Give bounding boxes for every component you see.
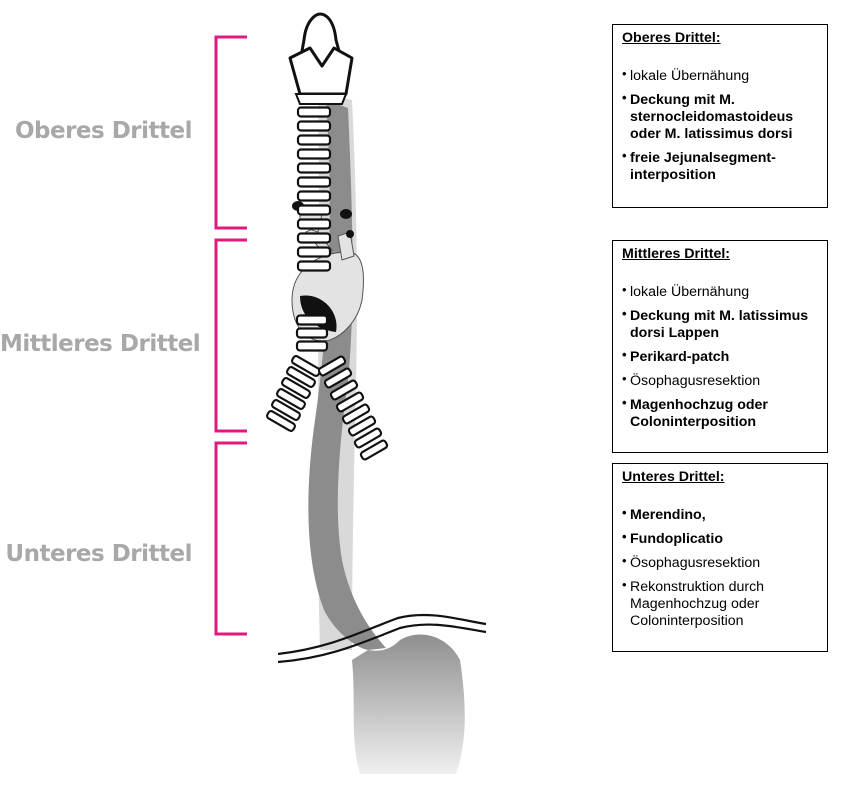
cartilage-ring (296, 190, 332, 202)
box-title: Unteres Drittel: (622, 469, 725, 485)
cartilage-ring (323, 367, 353, 389)
treatment-item: Perikard-patch (622, 346, 819, 366)
box-title: Oberes Drittel: (622, 30, 721, 46)
cartilage-ring (281, 377, 311, 399)
region-label-upper-third: Oberes Drittel (14, 118, 193, 144)
stomach (352, 634, 465, 774)
cartilage-ring (317, 355, 347, 377)
cartilage-ring (271, 399, 301, 421)
cartilage-ring (329, 379, 359, 401)
cartilage-ring (296, 162, 332, 174)
cartilage-ring (286, 366, 316, 388)
bracket-upper-third (214, 35, 247, 230)
treatment-list: Merendino, Fundoplicatio Ösophagusresekt… (622, 504, 819, 630)
treatment-item: Ösophagusresektion (622, 552, 819, 572)
cartilage-ring (353, 427, 383, 449)
cartilage-ring (347, 415, 377, 437)
cartilage-ring (335, 391, 365, 413)
cartilage-ring (296, 218, 332, 230)
region-label-lower-third: Unteres Drittel (5, 541, 192, 567)
cartilage-ring (359, 439, 389, 461)
cartilage-ring (266, 410, 296, 432)
cartilage-ring (295, 327, 329, 339)
box-title: Mittleres Drittel: (622, 246, 730, 262)
bracket-lower-third (214, 441, 247, 636)
info-box-upper-third: Oberes Drittel: lokale Übernähung Deckun… (612, 24, 828, 208)
treatment-item: Merendino, (622, 504, 819, 524)
cartilage-ring (296, 106, 332, 118)
cartilage-ring (296, 148, 332, 160)
treatment-item: Magenhochzug oder Coloninterposition (622, 394, 819, 431)
info-box-middle-third: Mittleres Drittel: lokale Übernähung Dec… (612, 240, 828, 453)
tracheal-rings (295, 106, 332, 352)
cartilage-ring (296, 120, 332, 132)
cartilage-ring (295, 340, 329, 352)
diaphragm (277, 613, 487, 664)
right-bronchus (317, 355, 389, 461)
cartilage-ring (276, 388, 306, 410)
bracket-middle-third (214, 238, 247, 433)
cartilage-ring (296, 176, 332, 188)
treatment-item: lokale Übernähung (622, 281, 819, 301)
treatment-item: Fundoplicatio (622, 528, 819, 548)
treatment-item: Rekonstruktion durch Magenhochzug oder C… (622, 576, 819, 630)
cartilage-ring (296, 232, 332, 244)
treatment-item: Deckung mit M. sternocleidomastoideus od… (622, 89, 819, 143)
treatment-list: lokale Übernähung Deckung mit M. sternoc… (622, 65, 819, 184)
treatment-list: lokale Übernähung Deckung mit M. latissi… (622, 281, 819, 431)
cartilage-ring (296, 134, 332, 146)
region-label-middle-third: Mittleres Drittel (0, 331, 201, 357)
treatment-item: freie Jejunalsegment-interposition (622, 147, 819, 184)
cartilage-ring (296, 246, 332, 258)
cartilage-ring (341, 403, 371, 425)
larynx (288, 12, 354, 105)
cartilage-ring (296, 204, 332, 216)
left-bronchus (266, 355, 321, 432)
treatment-item: Ösophagusresektion (622, 370, 819, 390)
treatment-item: lokale Übernähung (622, 65, 819, 85)
info-box-lower-third: Unteres Drittel: Merendino, Fundoplicati… (612, 463, 828, 652)
cartilage-ring (296, 260, 332, 272)
cartilage-ring (295, 314, 329, 326)
treatment-item: Deckung mit M. latissimus dorsi Lappen (622, 305, 819, 342)
